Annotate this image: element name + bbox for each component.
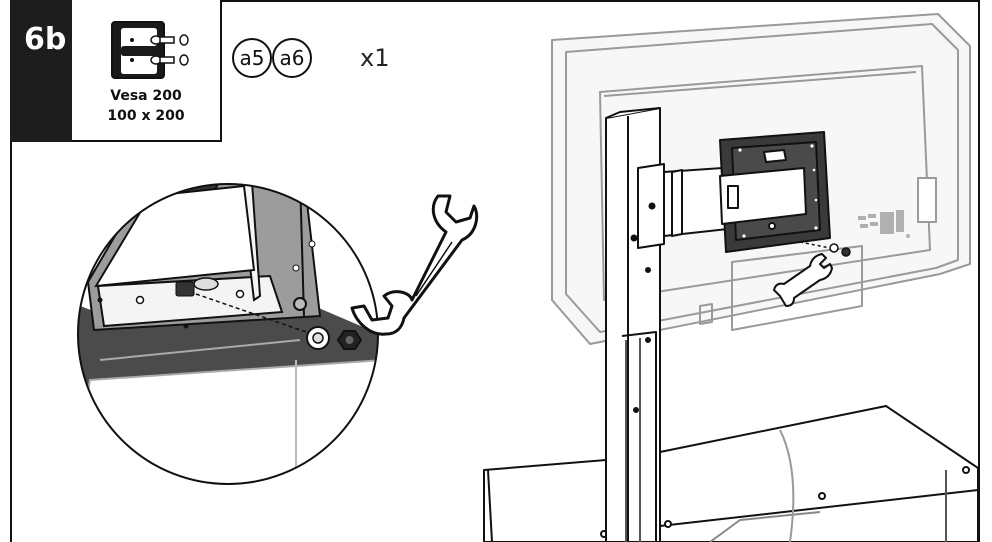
part-a6-badge: a6 xyxy=(272,38,312,78)
vesa-plate-icon xyxy=(111,21,189,79)
quantity-label: x1 xyxy=(360,44,390,72)
vesa-size-label: Vesa 200 xyxy=(110,88,182,104)
instruction-frame xyxy=(10,0,980,542)
step-number: 6b xyxy=(24,22,67,57)
vesa-panel: Vesa 200 100 x 200 xyxy=(72,0,222,142)
vesa-size-alt-label: 100 x 200 xyxy=(107,108,185,124)
part-a5-badge: a5 xyxy=(232,38,272,78)
step-badge: 6b xyxy=(10,0,72,142)
